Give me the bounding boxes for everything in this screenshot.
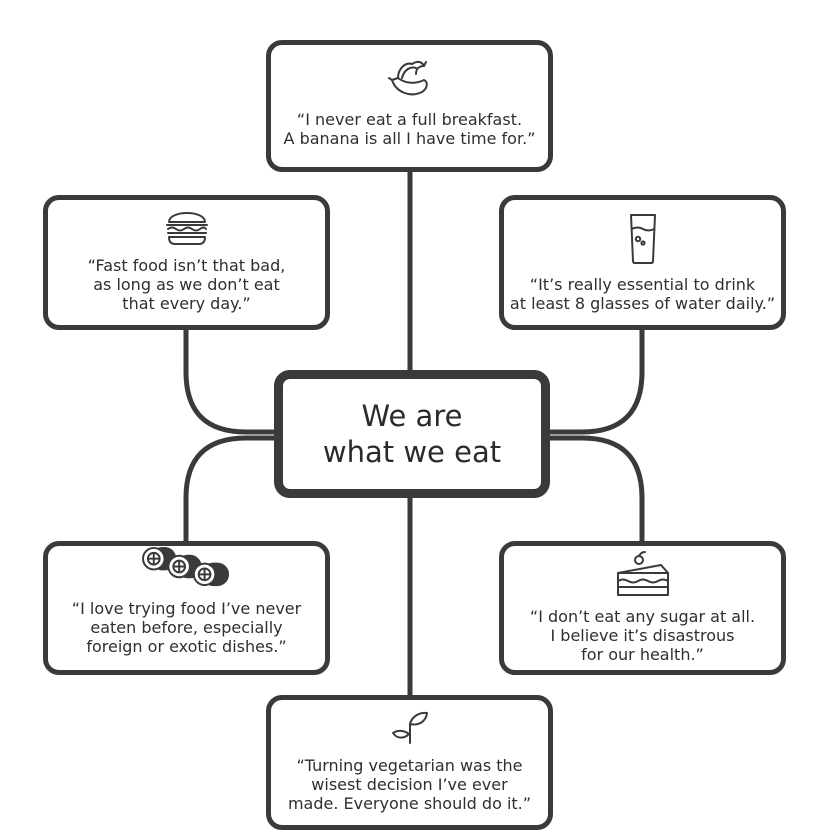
quote-fast-food: “Fast food isn’t that bad, as long as we… xyxy=(87,256,286,313)
quote-vegetarian: “Turning vegetarian was the wisest decis… xyxy=(287,756,532,813)
quote-water: “It’s really essential to drink at least… xyxy=(509,275,776,313)
quote-sugar: “I don’t eat any sugar at all. I believe… xyxy=(529,607,756,664)
connector-top-left xyxy=(183,327,277,435)
banana-icon xyxy=(387,60,428,96)
connector-top-right xyxy=(547,327,645,435)
burger-icon xyxy=(165,212,208,245)
topic-node-fast-food: “Fast food isn’t that bad, as long as we… xyxy=(43,195,330,330)
quote-breakfast: “I never eat a full breakfast. A banana … xyxy=(283,110,536,148)
quote-exotic-food: “I love trying food I’ve never eaten bef… xyxy=(71,599,302,656)
topic-node-sugar: “I don’t eat any sugar at all. I believe… xyxy=(499,541,786,675)
topic-node-exotic-food: “I love trying food I’ve never eaten bef… xyxy=(43,541,330,675)
topic-node-vegetarian: “Turning vegetarian was the wisest decis… xyxy=(266,695,553,830)
sushi-rolls-icon xyxy=(141,546,229,587)
connector-bottom-right xyxy=(547,435,645,544)
connector-bottom-left xyxy=(183,435,277,544)
sprout-icon xyxy=(391,711,428,744)
water-glass-icon xyxy=(629,214,656,264)
topic-node-water: “It’s really essential to drink at least… xyxy=(499,195,786,330)
central-topic: We are what we eat xyxy=(274,370,550,498)
cake-slice-icon xyxy=(616,551,669,596)
central-topic-title: We are what we eat xyxy=(322,399,502,469)
topic-node-breakfast: “I never eat a full breakfast. A banana … xyxy=(266,40,553,172)
